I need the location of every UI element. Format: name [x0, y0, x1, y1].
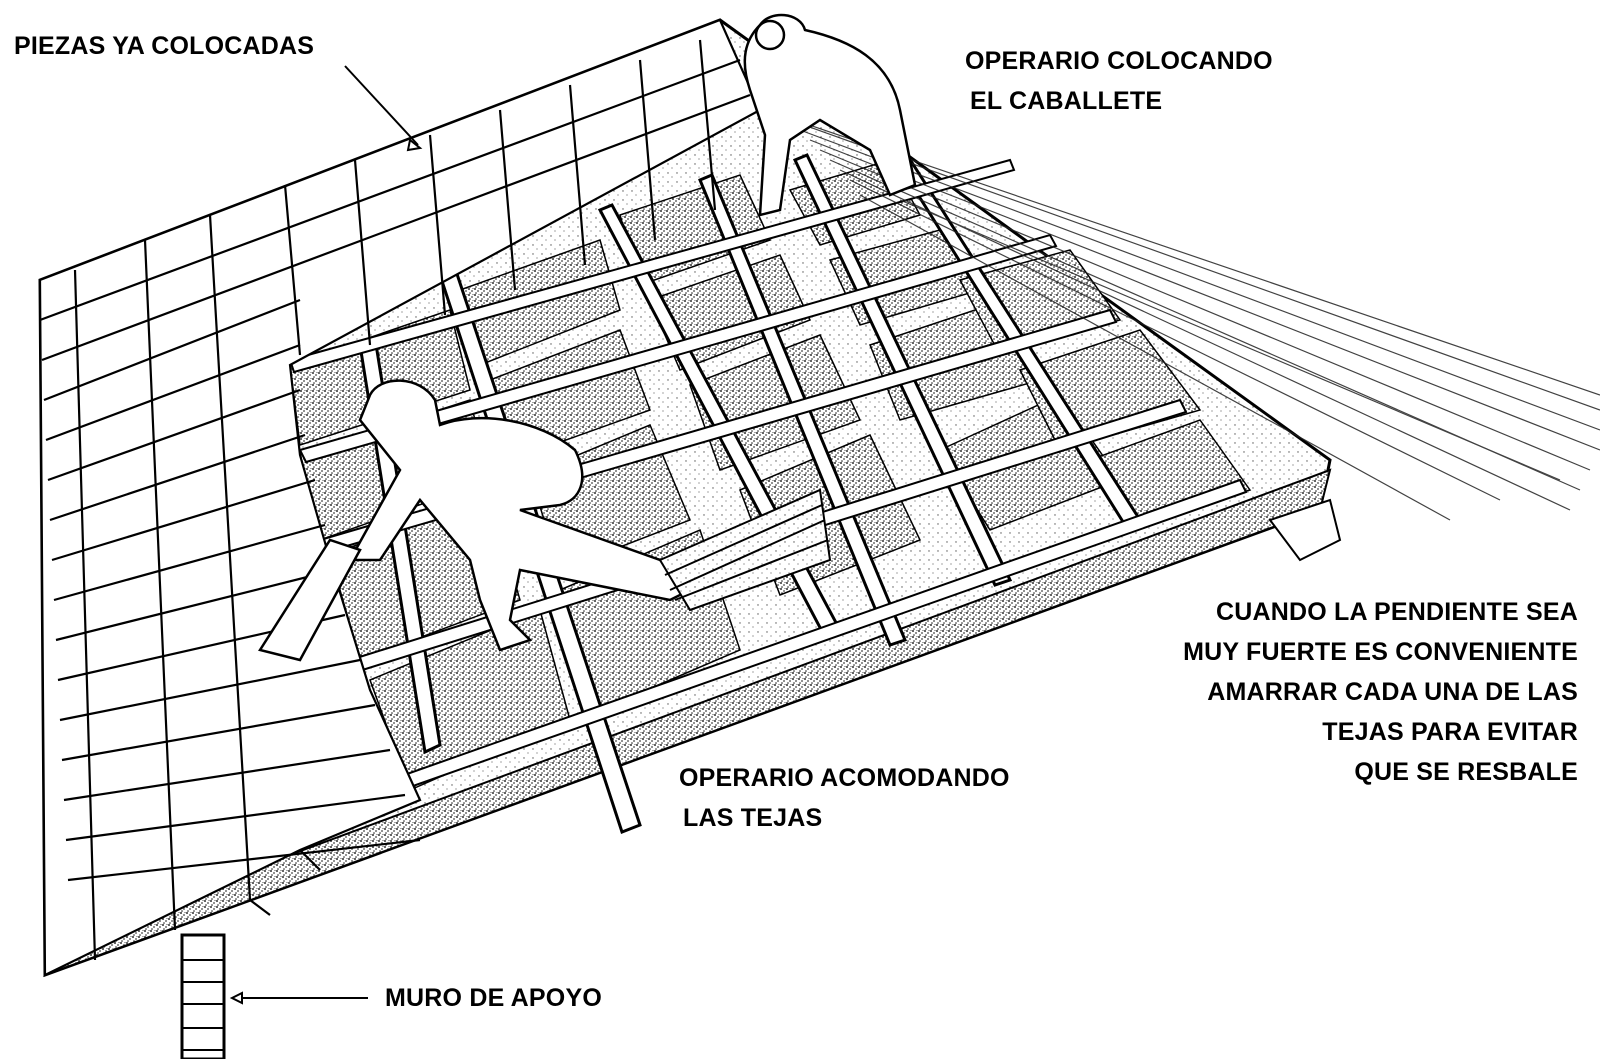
note-line-2: MUY FUERTE ES CONVENIENTE — [1183, 638, 1578, 666]
label-line-1: OPERARIO COLOCANDO — [965, 47, 1273, 75]
label-operario-caballete: OPERARIO COLOCANDO EL CABALLETE — [965, 41, 1273, 121]
note-pendiente: CUANDO LA PENDIENTE SEA MUY FUERTE ES CO… — [1183, 592, 1578, 792]
note-line-5: QUE SE RESBALE — [1354, 758, 1578, 786]
label-text: MURO DE APOYO — [385, 984, 602, 1012]
leader-lines — [229, 65, 423, 1005]
label-line-2: LAS TEJAS — [683, 804, 823, 832]
label-operario-acomodando: OPERARIO ACOMODANDO LAS TEJAS — [679, 758, 1010, 838]
worker-tiles — [258, 379, 693, 662]
label-piezas-ya-colocadas: PIEZAS YA COLOCADAS — [14, 26, 314, 66]
label-line-2: EL CABALLETE — [970, 87, 1163, 115]
label-muro-de-apoyo: MURO DE APOYO — [385, 978, 602, 1018]
worker-ridge — [743, 13, 917, 217]
note-line-1: CUANDO LA PENDIENTE SEA — [1215, 598, 1578, 626]
support-block — [1268, 498, 1342, 562]
tile-bundle — [658, 488, 832, 612]
label-line-1: OPERARIO ACOMODANDO — [679, 764, 1010, 792]
label-text: PIEZAS YA COLOCADAS — [14, 32, 315, 60]
note-line-3: AMARRAR CADA UNA DE LAS — [1207, 678, 1578, 706]
note-line-4: TEJAS PARA EVITAR — [1322, 718, 1578, 746]
thatch-edge — [779, 114, 1600, 521]
support-wall — [180, 933, 226, 1059]
